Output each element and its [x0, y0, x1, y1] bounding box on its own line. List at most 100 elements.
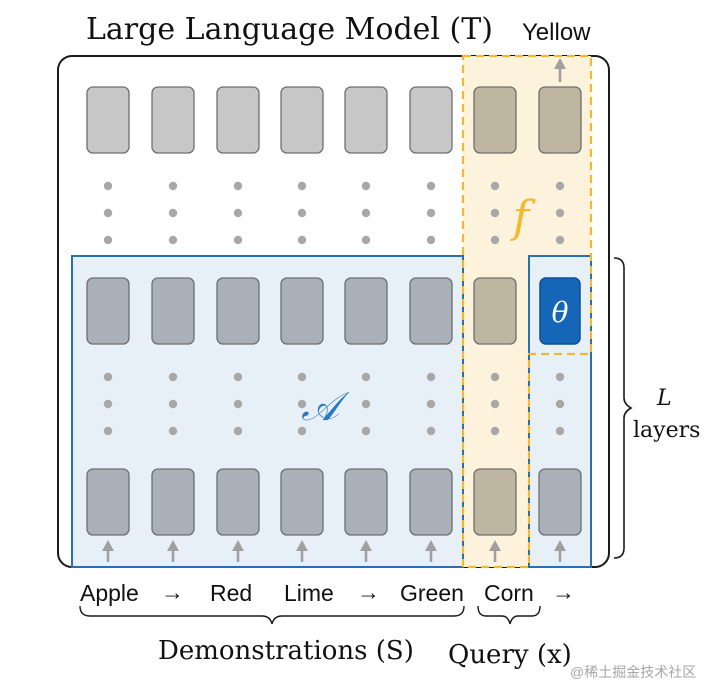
token-red: Red	[210, 580, 253, 606]
yellow-region-border	[461, 54, 593, 569]
layer-dot-4-5	[426, 399, 436, 409]
token-corn: Corn	[484, 580, 534, 606]
watermark: @稀土掘金技术社区	[570, 664, 697, 680]
token-box-top-3	[280, 86, 324, 154]
layer-dot-1-6	[490, 208, 500, 218]
output-arrow	[554, 58, 566, 82]
token-box-bottom-3	[280, 468, 324, 536]
theta-box	[539, 277, 581, 345]
token-arrow-3: →	[552, 579, 575, 605]
token-box-mid-6	[473, 277, 517, 345]
token-box-bottom-0	[86, 468, 130, 536]
layer-dot-5-2	[233, 426, 243, 436]
layer-dot-4-2	[233, 399, 243, 409]
query-brace	[477, 605, 541, 625]
token-grid	[86, 86, 582, 536]
input-arrow-3	[296, 540, 308, 562]
layer-dots	[103, 181, 565, 436]
demonstrations-brace	[79, 605, 465, 625]
layer-dot-5-6	[490, 426, 500, 436]
token-box-mid-0	[86, 277, 130, 345]
token-green: Green	[400, 580, 464, 606]
layer-dot-5-0	[103, 426, 113, 436]
token-box-mid-5	[409, 277, 453, 345]
token-box-mid-3	[280, 277, 324, 345]
token-lime: Lime	[284, 580, 334, 606]
token-box-top-1	[151, 86, 195, 154]
layer-dot-1-4	[361, 208, 371, 218]
layer-dot-3-6	[490, 372, 500, 382]
input-arrow-4	[360, 540, 372, 562]
input-arrow-1	[167, 540, 179, 562]
brace-label-l: L	[657, 386, 672, 411]
layer-dot-2-7	[555, 235, 565, 245]
layer-dot-1-1	[168, 208, 178, 218]
token-box-mid-1	[151, 277, 195, 345]
blue-right-border	[528, 255, 592, 568]
layer-dot-1-7	[555, 208, 565, 218]
layer-dot-2-1	[168, 235, 178, 245]
layer-dot-3-1	[168, 372, 178, 382]
token-box-bottom-2	[216, 468, 260, 536]
token-box-top-2	[216, 86, 260, 154]
demonstrations-label: Demonstrations (S)	[158, 636, 414, 666]
layer-dot-4-3	[297, 399, 307, 409]
layer-dot-3-0	[103, 372, 113, 382]
layer-dot-2-0	[103, 235, 113, 245]
layer-dot-0-5	[426, 181, 436, 191]
layer-dot-1-3	[297, 208, 307, 218]
layer-dot-1-0	[103, 208, 113, 218]
token-box-bottom-4	[344, 468, 388, 536]
layer-dot-5-3	[297, 426, 307, 436]
layers-brace	[613, 257, 633, 559]
layer-dot-3-4	[361, 372, 371, 382]
layer-dot-5-7	[555, 426, 565, 436]
layer-dot-4-1	[168, 399, 178, 409]
token-box-bottom-5	[409, 468, 453, 536]
layer-dot-0-3	[297, 181, 307, 191]
input-arrow-6	[489, 540, 501, 562]
token-apple: Apple	[80, 580, 139, 606]
layer-dot-4-6	[490, 399, 500, 409]
input-arrow-5	[425, 540, 437, 562]
layer-dot-5-5	[426, 426, 436, 436]
output-label-yellow: Yellow	[522, 19, 591, 46]
layer-dot-4-4	[361, 399, 371, 409]
layer-dot-2-4	[361, 235, 371, 245]
layer-dot-2-6	[490, 235, 500, 245]
token-box-mid-2	[216, 277, 260, 345]
layer-dot-0-6	[490, 181, 500, 191]
layer-dot-2-2	[233, 235, 243, 245]
input-arrow-7	[554, 540, 566, 562]
input-arrow-0	[102, 540, 114, 562]
layer-dot-2-3	[297, 235, 307, 245]
blue-region-a	[72, 256, 463, 567]
token-box-bottom-7	[538, 468, 582, 536]
layer-dot-4-0	[103, 399, 113, 409]
model-title: Large Language Model (T)	[86, 12, 493, 47]
layer-dot-3-3	[297, 372, 307, 382]
blue-region-border	[71, 255, 464, 568]
token-box-top-0	[86, 86, 130, 154]
query-label: Query (x)	[448, 640, 572, 670]
layer-dot-3-5	[426, 372, 436, 382]
layer-dot-5-1	[168, 426, 178, 436]
layer-dot-0-7	[555, 181, 565, 191]
token-box-mid-4	[344, 277, 388, 345]
layer-dot-2-5	[426, 235, 436, 245]
token-box-top-4	[344, 86, 388, 154]
token-arrow-1: →	[161, 579, 184, 605]
theta-symbol: θ	[552, 296, 569, 329]
token-box-bottom-1	[151, 468, 195, 536]
token-arrow-2: →	[357, 579, 380, 605]
layer-dot-4-7	[555, 399, 565, 409]
token-box-top-5	[409, 86, 453, 154]
layer-dot-0-1	[168, 181, 178, 191]
layer-dot-1-5	[426, 208, 436, 218]
layer-dot-3-7	[555, 372, 565, 382]
input-arrow-2	[232, 540, 244, 562]
token-box-bottom-6	[473, 468, 517, 536]
layer-dot-0-4	[361, 181, 371, 191]
